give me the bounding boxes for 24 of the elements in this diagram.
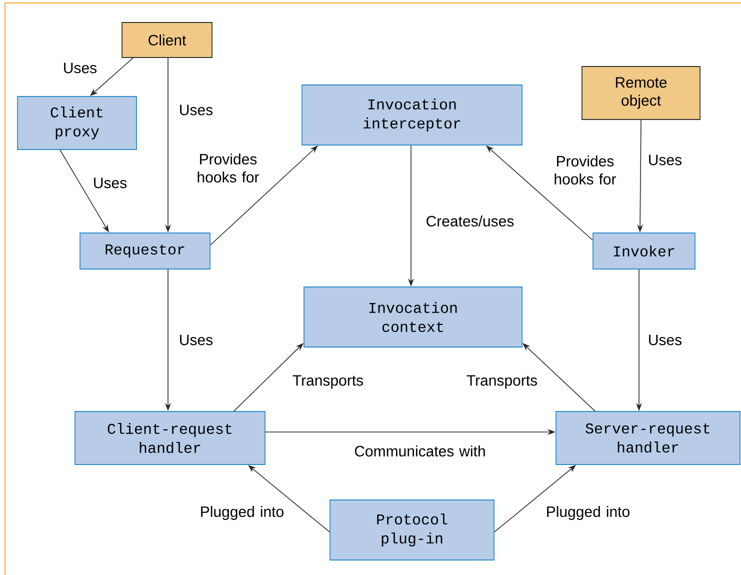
edge-label: Creates/uses — [426, 216, 514, 226]
edge-label: Uses — [180, 104, 213, 116]
component-box: Client proxy — [17, 96, 137, 150]
edge-label: Uses — [64, 62, 97, 74]
edge-label: Plugged into — [201, 506, 284, 520]
edge-label: Uses — [94, 178, 127, 188]
actor-box: Remote object — [582, 66, 700, 120]
component-box: Invocation interceptor — [302, 84, 522, 146]
component-box: Protocol plug-in — [330, 500, 494, 560]
component-box: Invoker — [592, 232, 696, 270]
component-box: Client-request handler — [74, 411, 266, 465]
component-box: Server-request handler — [556, 411, 740, 465]
component-box: Invocation context — [304, 286, 522, 348]
edge-label: Uses — [649, 334, 682, 346]
edge-label: Transports — [466, 375, 538, 389]
edge-label: Provides hooks for — [198, 154, 259, 182]
edge-label: Transports — [292, 375, 364, 389]
edge-label: Communicates with — [354, 445, 485, 456]
component-box: Requestor — [80, 232, 210, 270]
edge-label: Plugged into — [547, 506, 630, 520]
actor-box: Client — [122, 22, 212, 58]
edge-label: Uses — [649, 154, 682, 166]
edge-label: Provides hooks for — [554, 156, 616, 184]
edge-label: Uses — [180, 334, 213, 346]
